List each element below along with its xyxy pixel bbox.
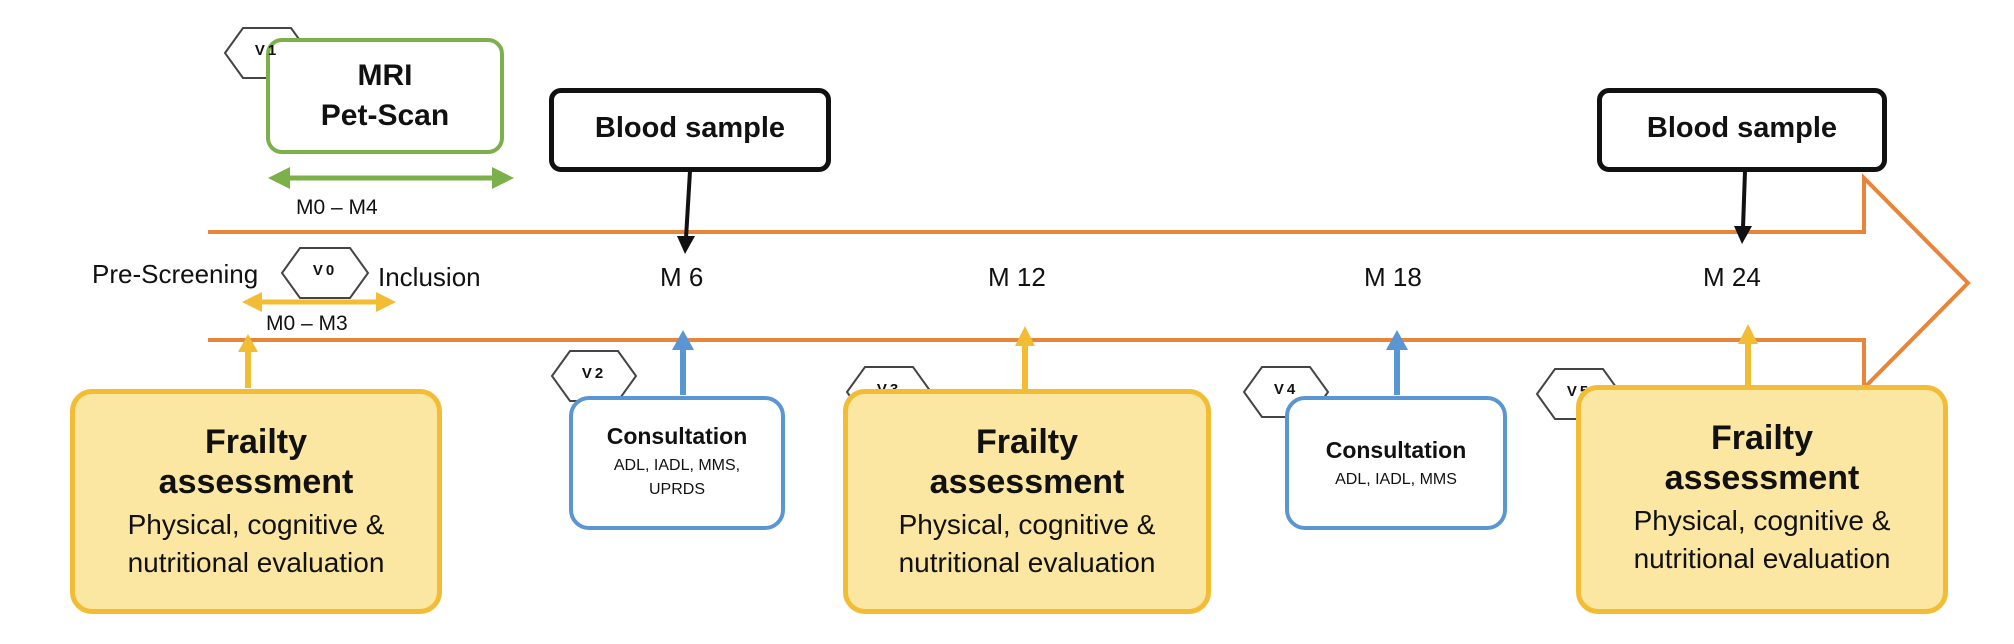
- frailty-desc-2: nutritional evaluation: [898, 547, 1156, 578]
- frailty-box-v3: Frailty assessment Physical, cognitive &…: [843, 389, 1211, 614]
- consultation-items: ADL, IADL, MMS, UPRDS: [573, 454, 781, 502]
- imaging-range-label: M0 – M4: [296, 196, 378, 219]
- consultation-box-v4: Consultation ADL, IADL, MMS: [1285, 396, 1507, 530]
- imaging-range-arrow: [268, 167, 514, 189]
- month-label-m12: M 12: [988, 262, 1046, 292]
- connector-v2-up: [672, 330, 694, 395]
- connector-blood-m24: [1734, 170, 1752, 244]
- frailty-title-1: Frailty: [1710, 419, 1814, 457]
- imaging-line2: Pet-Scan: [320, 99, 450, 132]
- connector-v3-up: [1015, 326, 1035, 390]
- inclusion-range-arrow: [242, 292, 396, 312]
- frailty-desc-2: nutritional evaluation: [127, 547, 385, 578]
- consultation-items-2: UPRDS: [648, 481, 705, 498]
- frailty-desc: Physical, cognitive & nutritional evalua…: [75, 506, 437, 582]
- inclusion-range-label: M0 – M3: [266, 312, 348, 335]
- consultation-items: ADL, IADL, MMS: [1289, 468, 1503, 492]
- frailty-desc-1: Physical, cognitive &: [1633, 505, 1891, 536]
- frailty-desc-1: Physical, cognitive &: [127, 509, 385, 540]
- hexagon-v0: [280, 247, 370, 299]
- blood-sample-m24: Blood sample: [1597, 88, 1887, 172]
- consultation-title: Consultation: [1325, 437, 1467, 463]
- frailty-title-1: Frailty: [204, 423, 308, 461]
- frailty-desc-2: nutritional evaluation: [1633, 543, 1891, 574]
- connector-v5-up: [1738, 324, 1758, 385]
- frailty-box-v0: Frailty assessment Physical, cognitive &…: [70, 389, 442, 614]
- consultation-title: Consultation: [606, 423, 748, 449]
- inclusion-label: Inclusion: [378, 262, 481, 292]
- frailty-title-1: Frailty: [975, 423, 1079, 461]
- timeline-arrow: [208, 173, 1971, 393]
- frailty-desc-1: Physical, cognitive &: [898, 509, 1156, 540]
- pre-screening-label: Pre-Screening: [92, 259, 259, 289]
- visit-label-v1: V1: [254, 42, 280, 59]
- connector-v0-up: [238, 334, 258, 388]
- visit-label-v0: V0: [312, 262, 338, 279]
- frailty-title-2: assessment: [929, 463, 1125, 501]
- connector-blood-m6: [677, 170, 695, 254]
- frailty-desc: Physical, cognitive & nutritional evalua…: [848, 506, 1206, 582]
- frailty-box-v5: Frailty assessment Physical, cognitive &…: [1576, 385, 1948, 614]
- blood-sample-m6: Blood sample: [549, 88, 831, 172]
- visit-label-v4: V4: [1273, 381, 1299, 398]
- month-label-m24: M 24: [1703, 262, 1761, 292]
- frailty-title-2: assessment: [1664, 459, 1860, 497]
- hexagon-v2: [550, 350, 638, 402]
- visit-label-v2: V2: [581, 365, 607, 382]
- connector-v4-up: [1386, 330, 1408, 395]
- consultation-items-1: ADL, IADL, MMS: [1335, 471, 1457, 488]
- imaging-line1: MRI: [357, 59, 413, 92]
- imaging-box: MRI Pet-Scan: [266, 38, 504, 154]
- month-label-m18: M 18: [1364, 262, 1422, 292]
- consultation-items-1: ADL, IADL, MMS,: [613, 457, 741, 474]
- month-label-m6: M 6: [660, 262, 704, 292]
- consultation-box-v2: Consultation ADL, IADL, MMS, UPRDS: [569, 396, 785, 530]
- frailty-desc: Physical, cognitive & nutritional evalua…: [1581, 502, 1943, 578]
- frailty-title-2: assessment: [158, 463, 354, 501]
